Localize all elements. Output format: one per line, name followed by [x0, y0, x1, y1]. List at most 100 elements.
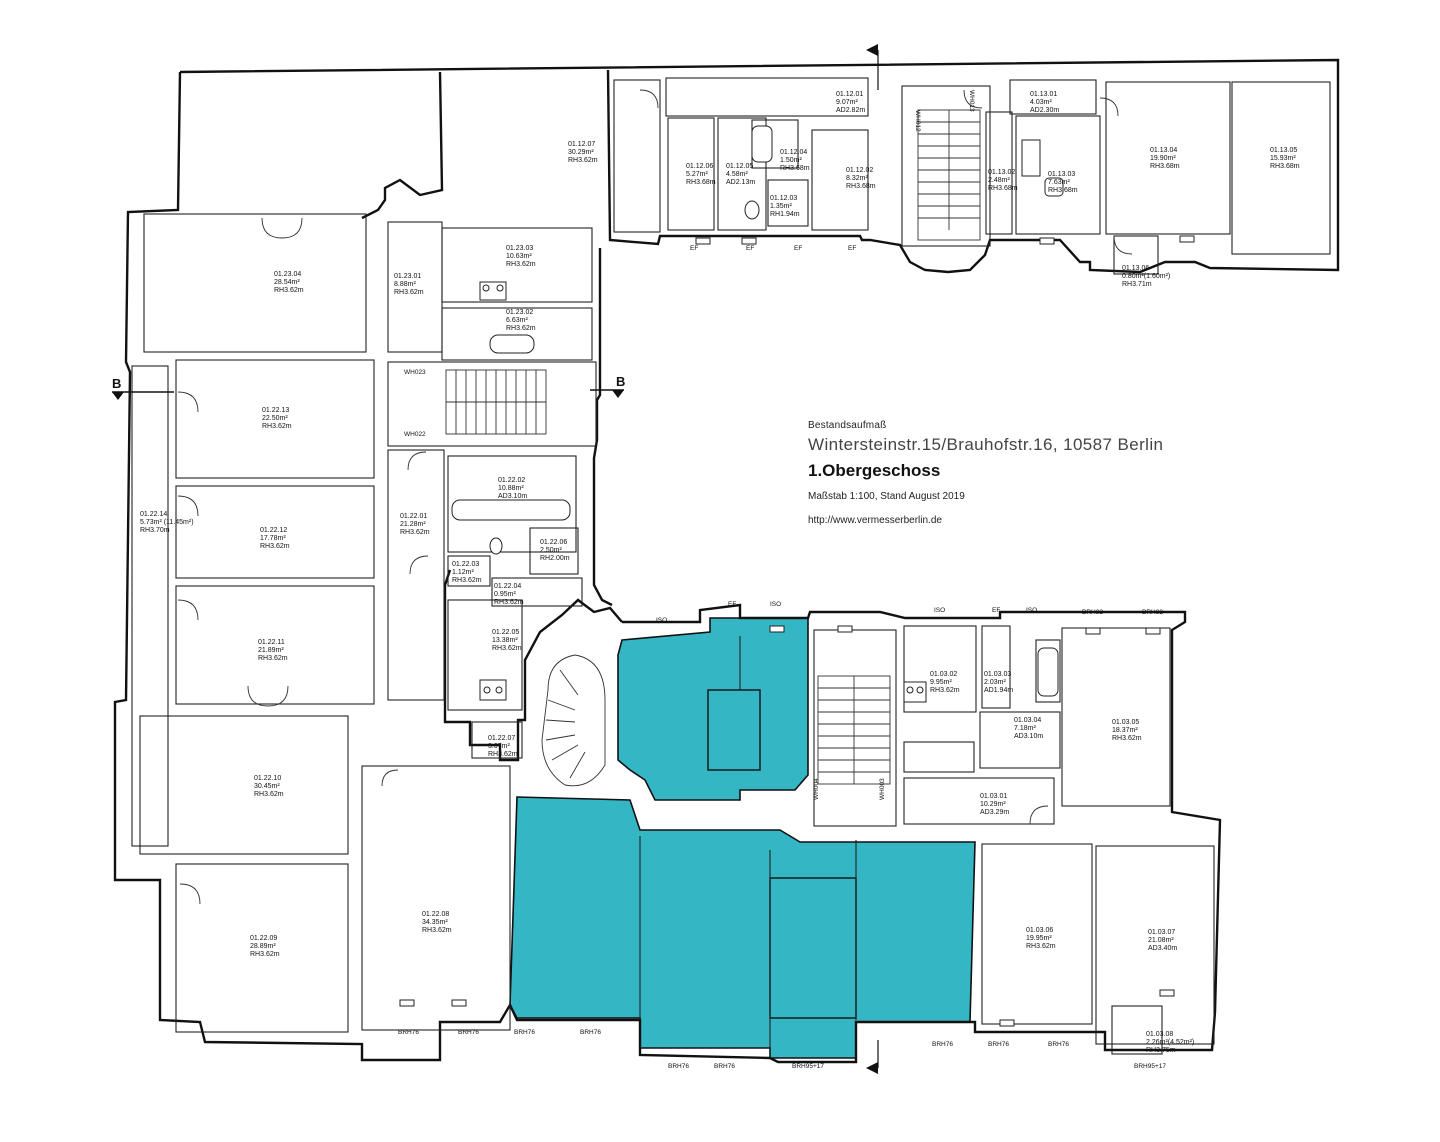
svg-text:8.32m²: 8.32m²: [846, 175, 868, 182]
svg-text:01.22.04: 01.22.04: [494, 583, 521, 590]
svg-text:01.13.06: 01.13.06: [1122, 265, 1149, 272]
stove-icon: [479, 679, 507, 701]
svg-text:19.90m²: 19.90m²: [1150, 155, 1176, 162]
svg-text:01.12.02: 01.12.02: [846, 167, 873, 174]
svg-text:01.12.04: 01.12.04: [780, 149, 807, 156]
svg-text:RH3.62m: RH3.62m: [394, 289, 424, 296]
svg-text:RH3.71m: RH3.71m: [1122, 281, 1152, 288]
svg-text:01.22.13: 01.22.13: [262, 407, 289, 414]
stair-spiral: [541, 654, 606, 787]
svg-text:RH3.62m: RH3.62m: [452, 577, 482, 584]
svg-text:01.03.07: 01.03.07: [1148, 929, 1175, 936]
svg-text:ISO: ISO: [934, 607, 945, 614]
svg-text:RH3.68m: RH3.68m: [988, 185, 1018, 192]
address: Wintersteinstr.15/Brauhofstr.16, 10587 B…: [808, 435, 1164, 454]
svg-text:34.35m²: 34.35m²: [422, 919, 448, 926]
survey-label: Bestandsaufmaß: [808, 420, 887, 431]
svg-text:22.50m²: 22.50m²: [262, 415, 288, 422]
svg-text:01.13.03: 01.13.03: [1048, 171, 1075, 178]
svg-text:BRH76: BRH76: [580, 1029, 601, 1036]
section-label-right: B: [616, 374, 625, 389]
svg-text:9.95m²: 9.95m²: [930, 679, 952, 686]
svg-text:01.22.02: 01.22.02: [498, 477, 525, 484]
svg-text:RH3.75m: RH3.75m: [1146, 1047, 1176, 1054]
svg-text:EF: EF: [992, 607, 1000, 614]
website-link[interactable]: http://www.vermesserberlin.de: [808, 515, 942, 526]
svg-text:01.22.03: 01.22.03: [452, 561, 479, 568]
door-swings: [177, 89, 1133, 905]
svg-text:01.22.09: 01.22.09: [250, 935, 277, 942]
svg-text:01.23.01: 01.23.01: [394, 273, 421, 280]
svg-text:0.95m²: 0.95m²: [494, 591, 516, 598]
svg-text:RH3.62m: RH3.62m: [488, 751, 518, 758]
svg-text:RH3.62m: RH3.62m: [260, 543, 290, 550]
svg-text:15.93m²: 15.93m²: [1270, 155, 1296, 162]
svg-text:28.89m²: 28.89m²: [250, 943, 276, 950]
svg-text:AD2.30m: AD2.30m: [1030, 107, 1059, 114]
stair-east: [817, 675, 891, 785]
svg-text:RH1.94m: RH1.94m: [770, 211, 800, 218]
kitchen-counter-icon: [1021, 139, 1041, 177]
svg-text:WH003: WH003: [879, 778, 886, 800]
svg-text:AD3.10m: AD3.10m: [498, 493, 527, 500]
svg-text:RH3.68m: RH3.68m: [686, 179, 716, 186]
svg-text:01.23.04: 01.23.04: [274, 271, 301, 278]
highlighted-unit: [509, 617, 976, 1059]
svg-text:9.07m²: 9.07m²: [836, 99, 858, 106]
svg-text:01.03.06: 01.03.06: [1026, 927, 1053, 934]
svg-text:0.80m²(1.60m²): 0.80m²(1.60m²): [1122, 273, 1170, 280]
svg-text:1.35m²: 1.35m²: [770, 203, 792, 210]
svg-text:01.03.05: 01.03.05: [1112, 719, 1139, 726]
svg-text:01.23.02: 01.23.02: [506, 309, 533, 316]
svg-text:01.03.03: 01.03.03: [984, 671, 1011, 678]
svg-text:EF: EF: [746, 245, 754, 252]
svg-text:01.12.07: 01.12.07: [568, 141, 595, 148]
svg-text:3.07m²: 3.07m²: [488, 743, 510, 750]
svg-text:BRH76: BRH76: [668, 1063, 689, 1070]
svg-text:RH3.62m: RH3.62m: [400, 529, 430, 536]
svg-text:RH3.62m: RH3.62m: [930, 687, 960, 694]
radiators: [399, 235, 1195, 1027]
svg-text:EF: EF: [794, 245, 802, 252]
svg-text:RH3.62m: RH3.62m: [274, 287, 304, 294]
svg-text:RH3.62m: RH3.62m: [254, 791, 284, 798]
svg-text:ISO: ISO: [1026, 607, 1037, 614]
bathtub-icon: [1037, 647, 1059, 697]
bathtub-icon: [489, 334, 535, 354]
svg-text:19.95m²: 19.95m²: [1026, 935, 1052, 942]
section-arrow-icon: [112, 392, 124, 400]
svg-text:01.03.08: 01.03.08: [1146, 1031, 1173, 1038]
svg-text:RH3.62m: RH3.62m: [506, 261, 536, 268]
svg-text:RH3.62m: RH3.62m: [422, 927, 452, 934]
svg-text:RH3.62m: RH3.62m: [506, 325, 536, 332]
svg-text:ISO: ISO: [656, 617, 667, 624]
svg-text:01.22.01: 01.22.01: [400, 513, 427, 520]
scale-date: Maßstab 1:100, Stand August 2019: [808, 491, 965, 502]
svg-text:2.50m²: 2.50m²: [540, 547, 562, 554]
svg-text:BRH76: BRH76: [932, 1041, 953, 1048]
svg-text:10.88m²: 10.88m²: [498, 485, 524, 492]
svg-text:7.18m²: 7.18m²: [1014, 725, 1036, 732]
svg-text:13.38m²: 13.38m²: [492, 637, 518, 644]
svg-text:AD3.29m: AD3.29m: [980, 809, 1009, 816]
svg-text:01.22.14: 01.22.14: [140, 511, 167, 518]
svg-text:01.03.02: 01.03.02: [930, 671, 957, 678]
svg-text:RH3.68m: RH3.68m: [1048, 187, 1078, 194]
svg-text:RH3.62m: RH3.62m: [1112, 735, 1142, 742]
svg-text:AD3.40m: AD3.40m: [1148, 945, 1177, 952]
svg-text:21.08m²: 21.08m²: [1148, 937, 1174, 944]
svg-text:BRH76: BRH76: [1048, 1041, 1069, 1048]
svg-text:01.12.01: 01.12.01: [836, 91, 863, 98]
